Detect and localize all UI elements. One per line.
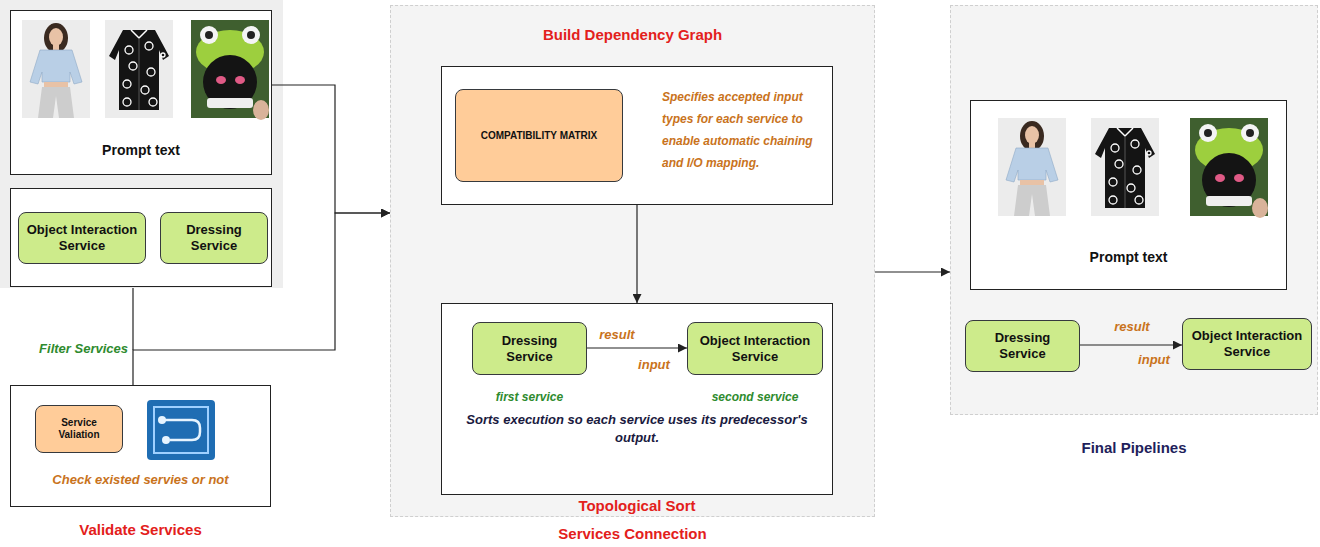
stage-panel: Build Dependency GraphServices Connectio… xyxy=(390,5,875,517)
node-text-holder: Object Interaction Service xyxy=(1183,319,1311,369)
connector-arrow xyxy=(875,271,950,272)
node-text: Object Interaction Service xyxy=(1187,328,1307,359)
node-text-holder: Service Valiation xyxy=(36,406,122,452)
node-text-holder: Validate Services xyxy=(10,520,271,540)
node-text-holder: Specifies accepted input types for each … xyxy=(662,87,827,179)
node-text: Sorts execution so each service uses its… xyxy=(462,411,812,446)
node-text-holder: first service xyxy=(447,388,612,406)
node-text: first service xyxy=(496,390,563,404)
node-text-holder: Topological Sort xyxy=(441,497,833,515)
connector-arrow xyxy=(1080,344,1182,345)
service-box: Dressing Servicefirst service xyxy=(472,322,587,375)
node-text-holder: Sorts execution so each service uses its… xyxy=(462,408,812,450)
node-text: Services Connection xyxy=(558,525,706,543)
edge-label-holder: result xyxy=(585,327,649,343)
node-text-holder: Object Interaction Service xyxy=(688,323,822,374)
edge-note-holder: input xyxy=(1130,352,1178,368)
node-text: Prompt text xyxy=(1090,249,1168,266)
node-text-holder: Dressing Service xyxy=(161,213,267,263)
connector-arrow xyxy=(272,85,390,213)
node-text: second service xyxy=(712,390,799,404)
node-text: Dressing Service xyxy=(477,333,582,364)
service-box: Dressing Service xyxy=(160,212,268,264)
validation-box: Check existed servies or notValidate Ser… xyxy=(10,385,271,507)
wire xyxy=(132,288,133,350)
node-text: Specifies accepted input types for each … xyxy=(662,87,827,175)
node-text: Topological Sort xyxy=(578,497,695,515)
edge-label: result xyxy=(1114,319,1149,335)
edge-label-holder: result xyxy=(1100,319,1164,335)
node-text: Check existed servies or not xyxy=(52,472,228,488)
node-text-holder: COMPATIBILITY MATRIX xyxy=(456,90,622,181)
sort-box: Sorts execution so each service uses its… xyxy=(441,303,833,495)
node-text: Prompt text xyxy=(102,142,180,159)
connector-arrow xyxy=(636,205,637,303)
service-box: Object Interaction Service xyxy=(18,212,146,264)
service-box: Object Interaction Servicesecond service xyxy=(687,322,823,375)
workflow-icon xyxy=(147,400,215,460)
connector-arrow xyxy=(133,213,390,385)
node-text-holder: Services Connection xyxy=(390,524,875,544)
edge-label: Filter Services xyxy=(39,341,128,357)
matrix-box: Specifies accepted input types for each … xyxy=(441,66,833,205)
node-text: Object Interaction Service xyxy=(692,333,818,364)
process-box: COMPATIBILITY MATRIX xyxy=(455,89,623,182)
node-text-holder: Build Dependency Graph xyxy=(390,25,875,45)
node-text-holder: Object Interaction Service xyxy=(19,213,145,263)
edge-note: input xyxy=(638,357,670,373)
node-text: Dressing Service xyxy=(165,222,263,253)
node-text-holder: Final Pipelines xyxy=(950,438,1318,458)
node-text: Final Pipelines xyxy=(1081,439,1186,457)
node-text-holder: Dressing Service xyxy=(473,323,586,374)
node-text: Validate Services xyxy=(79,521,202,539)
node-text: Build Dependency Graph xyxy=(543,26,722,44)
node-text-holder: Prompt text xyxy=(970,247,1287,267)
edge-label-holder: Filter Services xyxy=(20,340,128,358)
connector-arrow xyxy=(587,347,687,348)
node-text-holder: second service xyxy=(675,388,835,406)
node-text: Object Interaction Service xyxy=(23,222,141,253)
edge-label: result xyxy=(599,327,634,343)
node-text: Service Valiation xyxy=(40,417,118,441)
node-text: COMPATIBILITY MATRIX xyxy=(481,130,597,142)
edge-note: input xyxy=(1138,352,1170,368)
node-text-holder: Prompt text xyxy=(10,140,272,160)
node-text-holder: Dressing Service xyxy=(966,321,1079,371)
service-box: Dressing Service xyxy=(965,320,1080,372)
node-text-holder: Check existed servies or not xyxy=(10,470,271,490)
process-box: Service Valiation xyxy=(35,405,123,453)
service-box: Object Interaction Service xyxy=(1182,318,1312,370)
edge-note-holder: input xyxy=(630,357,678,373)
node-text: Dressing Service xyxy=(970,330,1075,361)
